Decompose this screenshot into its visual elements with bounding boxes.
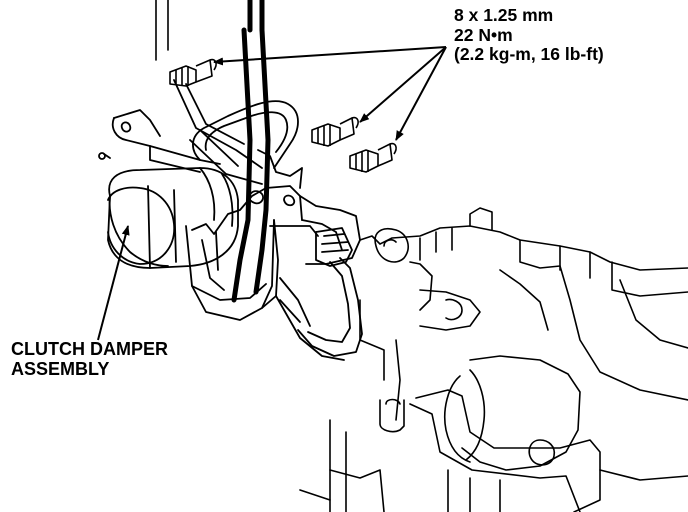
background-engine-block bbox=[155, 0, 688, 512]
bolts bbox=[169, 58, 397, 173]
component-label-line1: CLUTCH DAMPER bbox=[11, 339, 168, 359]
leader-bolt-middle bbox=[359, 46, 447, 123]
clutch-damper-callout: CLUTCH DAMPER ASSEMBLY bbox=[11, 339, 168, 379]
bolt-top bbox=[169, 58, 217, 87]
leader-lines bbox=[97, 46, 447, 341]
fluid-lines bbox=[231, 0, 271, 303]
torque-nm-label: 22 N•m bbox=[454, 24, 513, 45]
leader-bolt-lower bbox=[395, 46, 447, 141]
bolt-size-label: 8 x 1.25 mm bbox=[454, 5, 554, 25]
component-label-line2: ASSEMBLY bbox=[11, 359, 110, 380]
bolt-middle bbox=[311, 116, 359, 147]
torque-alt-label: (2.2 kg-m, 16 lb-ft) bbox=[454, 44, 604, 65]
bolt-lower bbox=[349, 142, 397, 173]
bracket-and-damper bbox=[98, 79, 363, 361]
bolt-spec-callout: 8 x 1.25 mm 22 N•m (2.2 kg-m, 16 lb-ft) bbox=[454, 5, 604, 65]
leader-damper bbox=[97, 225, 130, 341]
leader-bolt-top bbox=[213, 46, 447, 66]
